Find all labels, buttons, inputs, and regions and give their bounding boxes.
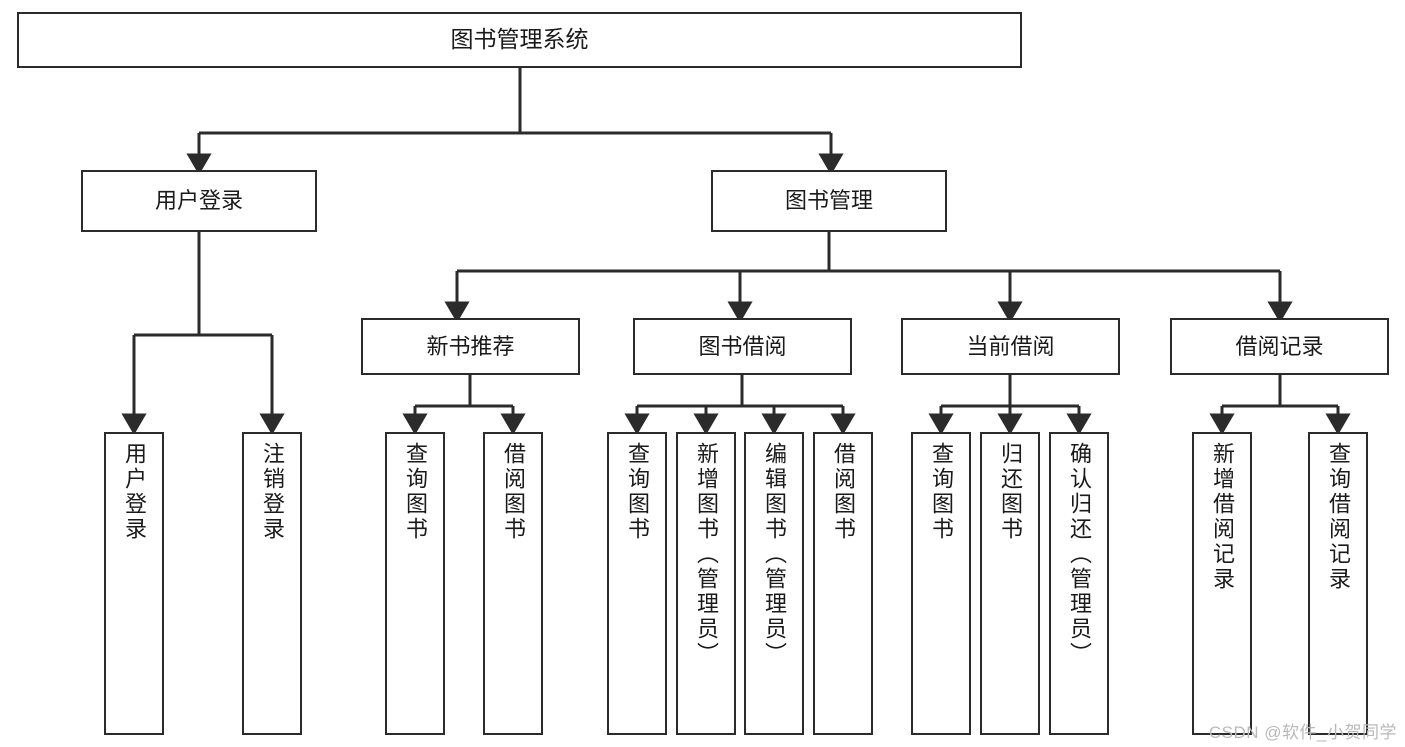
node-label: 用户登录 — [122, 442, 147, 542]
node-label: 借阅图书 — [831, 442, 856, 542]
node-label: 新增图书（管理员） — [694, 442, 719, 667]
leaf-return-book[interactable]: 归还图书 — [980, 432, 1040, 735]
node-label: 当前借阅 — [966, 333, 1055, 359]
node-label: 注销登录 — [260, 442, 285, 542]
node-label: 用户登录 — [154, 188, 243, 214]
node-user-login[interactable]: 用户登录 — [81, 170, 317, 232]
node-new-book-recommend[interactable]: 新书推荐 — [361, 318, 580, 375]
node-label: 图书管理 — [784, 188, 873, 214]
node-label: 借阅记录 — [1235, 333, 1324, 359]
node-label: 借阅图书 — [501, 442, 526, 542]
leaf-logout-login[interactable]: 注销登录 — [242, 432, 302, 735]
leaf-confirm-return-admin[interactable]: 确认归还（管理员） — [1049, 432, 1109, 735]
leaf-add-book-admin[interactable]: 新增图书（管理员） — [676, 432, 736, 735]
node-label: 查询借阅记录 — [1326, 442, 1351, 592]
node-label: 查询图书 — [403, 442, 428, 542]
node-label: 图书管理系统 — [450, 26, 589, 53]
node-book-borrow[interactable]: 图书借阅 — [633, 318, 852, 375]
node-label: 确认归还（管理员） — [1067, 442, 1092, 667]
node-label: 编辑图书（管理员） — [762, 442, 787, 667]
node-current-borrow[interactable]: 当前借阅 — [901, 318, 1120, 375]
leaf-borrow-book[interactable]: 借阅图书 — [813, 432, 873, 735]
leaf-query-book-recommend[interactable]: 查询图书 — [385, 432, 445, 735]
leaf-add-borrow-record[interactable]: 新增借阅记录 — [1192, 432, 1252, 735]
leaf-edit-book-admin[interactable]: 编辑图书（管理员） — [744, 432, 804, 735]
leaf-borrow-book-recommend[interactable]: 借阅图书 — [483, 432, 543, 735]
node-label: 查询图书 — [625, 442, 650, 542]
leaf-query-book-current[interactable]: 查询图书 — [911, 432, 971, 735]
leaf-user-login[interactable]: 用户登录 — [104, 432, 164, 735]
node-label: 新增借阅记录 — [1210, 442, 1235, 592]
watermark: CSDN @软件_小贺同学 — [1208, 723, 1397, 742]
node-label: 查询图书 — [929, 442, 954, 542]
node-borrow-record[interactable]: 借阅记录 — [1170, 318, 1389, 375]
node-label: 归还图书 — [998, 442, 1023, 542]
leaf-query-borrow-record[interactable]: 查询借阅记录 — [1308, 432, 1368, 735]
leaf-query-book-borrow[interactable]: 查询图书 — [607, 432, 667, 735]
node-label: 新书推荐 — [426, 333, 515, 359]
node-book-management-system[interactable]: 图书管理系统 — [17, 12, 1022, 68]
node-book-management[interactable]: 图书管理 — [711, 170, 947, 232]
node-label: 图书借阅 — [698, 333, 787, 359]
